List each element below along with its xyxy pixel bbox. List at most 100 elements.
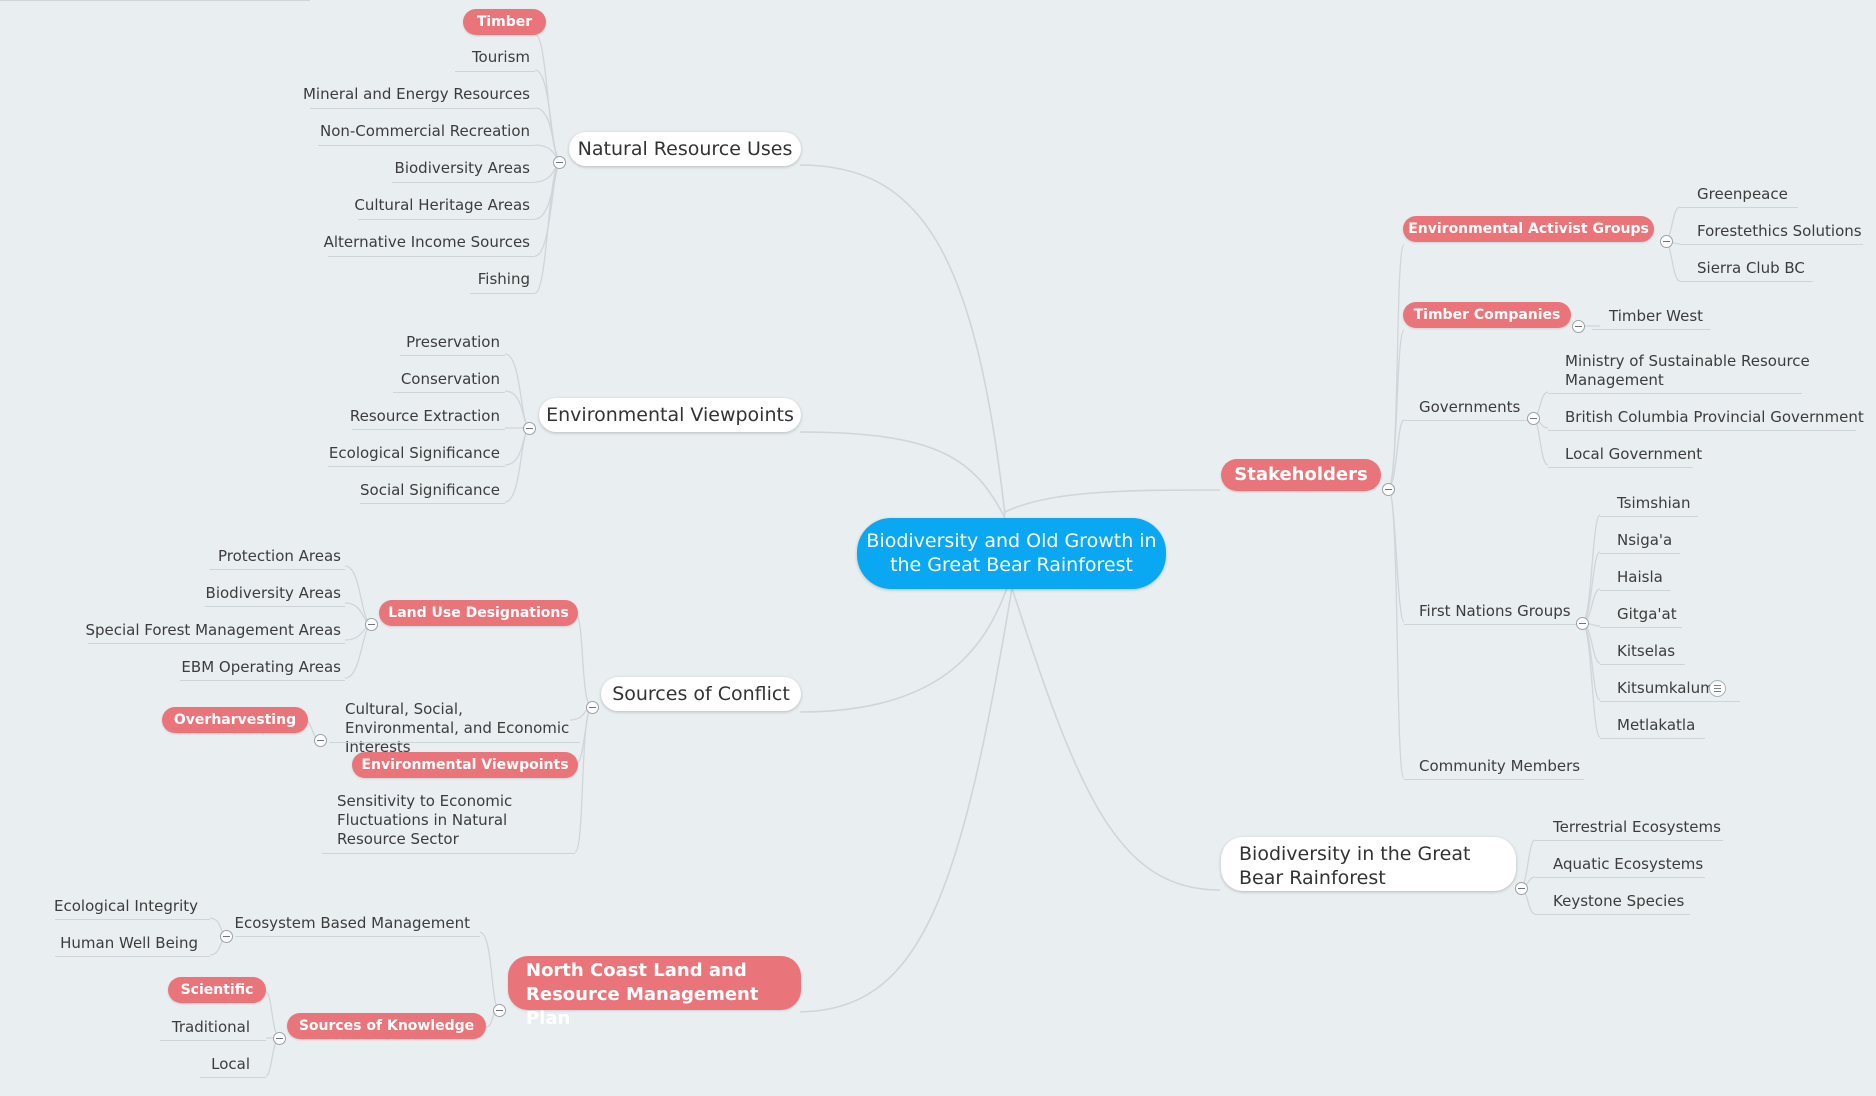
pill-label: Land Use Designations	[388, 605, 569, 621]
soc-environmental-viewpoints[interactable]: Environmental Viewpoints	[352, 752, 578, 778]
sok-underline	[200, 1077, 266, 1078]
stk-timber-companies[interactable]: Timber Companies	[1403, 302, 1571, 328]
topic-label: Biodiversity in the Great Bear Rainfores…	[1239, 843, 1471, 889]
fn-underline	[1600, 701, 1740, 702]
fn-item-tsimshian[interactable]: Tsimshian	[1617, 494, 1691, 512]
nc-sources-of-knowledge[interactable]: Sources of Knowledge	[287, 1013, 486, 1039]
gov-item-local[interactable]: Local Government	[1565, 445, 1703, 463]
ev-underline	[328, 466, 505, 467]
lu-underline	[88, 643, 345, 644]
topic-biodiversity[interactable]: Biodiversity in the Great Bear Rainfores…	[1221, 837, 1516, 891]
nru-underline	[392, 182, 535, 183]
topic-north-coast-plan[interactable]: North Coast Land and Resource Management…	[508, 956, 801, 1029]
fn-underline	[1600, 516, 1698, 517]
lu-underline	[210, 569, 345, 570]
nru-item-timber[interactable]: Timber	[463, 9, 546, 35]
nru-item-biodiversity[interactable]: Biodiversity Areas	[394, 159, 530, 177]
collapse-toggle-knowledge[interactable]	[273, 1032, 286, 1045]
nru-item-alt-income[interactable]: Alternative Income Sources	[323, 233, 530, 251]
soc-underline	[322, 853, 575, 854]
activist-underline	[1680, 207, 1798, 208]
ev-item-social[interactable]: Social Significance	[360, 481, 500, 499]
stk-community-members[interactable]: Community Members	[1419, 757, 1581, 775]
lu-item-protection[interactable]: Protection Areas	[218, 547, 341, 565]
ev-item-conservation[interactable]: Conservation	[400, 370, 500, 388]
fn-item-haisla[interactable]: Haisla	[1617, 568, 1663, 586]
collapse-toggle-biodiversity[interactable]	[1515, 882, 1528, 895]
sok-item-traditional[interactable]: Traditional	[171, 1018, 250, 1036]
nc-ebm[interactable]: Ecosystem Based Management	[234, 914, 470, 932]
soc-item-sensitivity[interactable]: Sensitivity to Economic Fluctuations in …	[337, 792, 513, 848]
bio-item-aquatic[interactable]: Aquatic Ecosystems	[1553, 855, 1704, 873]
pill-label: Timber Companies	[1413, 307, 1561, 323]
bio-item-terrestrial[interactable]: Terrestrial Ecosystems	[1553, 818, 1721, 836]
stk-first-nations[interactable]: First Nations Groups	[1419, 602, 1571, 620]
ebm-item-human-well-being[interactable]: Human Well Being	[60, 934, 198, 952]
nru-underline	[470, 293, 535, 294]
collapse-toggle-natural-resource-uses[interactable]	[553, 156, 566, 169]
fn-item-nsigaa[interactable]: Nsiga'a	[1617, 531, 1673, 549]
nru-underline	[358, 219, 535, 220]
activist-item-greenpeace[interactable]: Greenpeace	[1697, 185, 1788, 203]
timber-item-timber-west[interactable]: Timber West	[1609, 307, 1704, 325]
central-topic[interactable]: Biodiversity and Old Growth in the Great…	[857, 518, 1166, 589]
notes-icon[interactable]	[1709, 680, 1726, 697]
ev-underline	[352, 429, 505, 430]
soc-overharvesting[interactable]: Overharvesting	[162, 707, 308, 733]
ev-item-resource-extraction[interactable]: Resource Extraction	[349, 407, 500, 425]
collapse-toggle-north-coast[interactable]	[493, 1004, 506, 1017]
nru-item-cultural-heritage[interactable]: Cultural Heritage Areas	[354, 196, 530, 214]
lu-item-special-forest[interactable]: Special Forest Management Areas	[85, 621, 341, 639]
nru-item-recreation[interactable]: Non-Commercial Recreation	[319, 122, 530, 140]
sok-item-scientific[interactable]: Scientific	[168, 977, 266, 1003]
ebm-underline	[55, 956, 210, 957]
stk-underline	[1404, 779, 1584, 780]
topic-natural-resource-uses[interactable]: Natural Resource Uses	[569, 132, 801, 166]
lu-underline	[205, 606, 345, 607]
collapse-toggle-sources-of-conflict[interactable]	[586, 701, 599, 714]
bio-underline	[1535, 840, 1723, 841]
collapse-toggle-environmental-viewpoints[interactable]	[523, 422, 536, 435]
gov-item-ministry[interactable]: Ministry of Sustainable Resource Managem…	[1565, 352, 1810, 389]
lu-item-biodiversity[interactable]: Biodiversity Areas	[205, 584, 341, 602]
ev-underline	[360, 503, 505, 504]
nru-item-fishing[interactable]: Fishing	[477, 270, 530, 288]
topic-label: Sources of Conflict	[612, 683, 790, 705]
ev-item-ecological[interactable]: Ecological Significance	[328, 444, 500, 462]
nru-item-tourism[interactable]: Tourism	[471, 48, 530, 66]
link-center-stk	[1004, 489, 1221, 513]
soc-land-use-designations[interactable]: Land Use Designations	[379, 600, 578, 626]
stk-governments[interactable]: Governments	[1419, 398, 1521, 416]
ev-underline	[400, 355, 505, 356]
fn-item-kitselas[interactable]: Kitselas	[1617, 642, 1676, 660]
ev-item-preservation[interactable]: Preservation	[406, 333, 500, 351]
nru-item-mineral[interactable]: Mineral and Energy Resources	[302, 85, 530, 103]
activist-item-forestethics[interactable]: Forestethics Solutions	[1697, 222, 1862, 240]
collapse-toggle-ebm[interactable]	[220, 930, 233, 943]
collapse-toggle-interests[interactable]	[314, 734, 327, 747]
stk-activist-groups[interactable]: Environmental Activist Groups	[1403, 216, 1654, 242]
lu-item-ebm-operating[interactable]: EBM Operating Areas	[181, 658, 341, 676]
bio-item-keystone[interactable]: Keystone Species	[1553, 892, 1685, 910]
nru-underline	[455, 71, 535, 72]
sok-item-local[interactable]: Local	[211, 1055, 250, 1073]
collapse-toggle-stakeholders[interactable]	[1382, 483, 1395, 496]
activist-item-sierra-club[interactable]: Sierra Club BC	[1697, 259, 1805, 277]
topic-stakeholders[interactable]: Stakeholders	[1221, 459, 1381, 491]
collapse-toggle-timber[interactable]	[1572, 320, 1585, 333]
topic-environmental-viewpoints[interactable]: Environmental Viewpoints	[539, 398, 801, 432]
collapse-toggle-activists[interactable]	[1660, 235, 1673, 248]
collapse-toggle-first-nations[interactable]	[1576, 617, 1589, 630]
collapse-toggle-governments[interactable]	[1527, 412, 1540, 425]
topic-label: Natural Resource Uses	[577, 138, 793, 160]
topic-sources-of-conflict[interactable]: Sources of Conflict	[601, 677, 801, 711]
fn-underline	[1600, 738, 1705, 739]
fn-item-kitsumkalum[interactable]: Kitsumkalum	[1617, 679, 1715, 697]
soc-item-interests[interactable]: Cultural, Social, Environmental, and Eco…	[345, 700, 570, 756]
gov-item-bc-provincial[interactable]: British Columbia Provincial Government	[1565, 408, 1864, 426]
collapse-toggle-land-use[interactable]	[365, 618, 378, 631]
fn-item-metlakatla[interactable]: Metlakatla	[1617, 716, 1696, 734]
fn-item-gitgaat[interactable]: Gitga'at	[1617, 605, 1677, 623]
ebm-item-ecological-integrity[interactable]: Ecological Integrity	[54, 897, 198, 915]
